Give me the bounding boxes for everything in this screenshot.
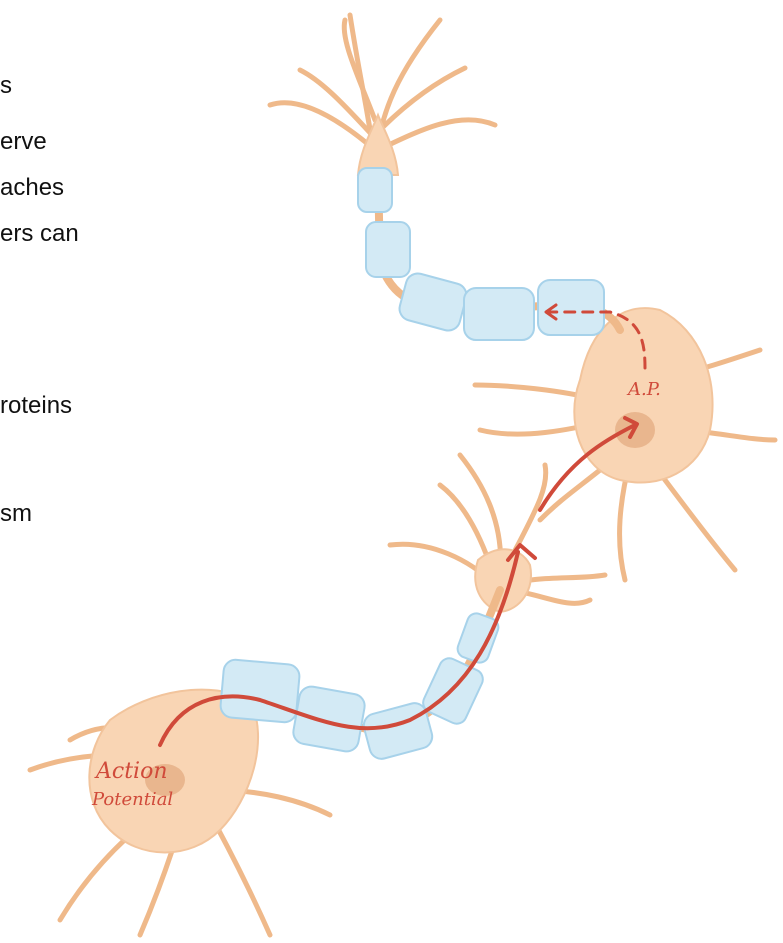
- axon: [230, 175, 620, 730]
- text-fragment-1: s: [0, 72, 12, 100]
- myelin-8: [361, 701, 435, 762]
- myelin-2: [366, 222, 410, 277]
- myelin-3: [397, 271, 469, 333]
- text-fragment-3: aches: [0, 174, 64, 202]
- text-fragment-5: roteins: [0, 392, 72, 420]
- action-label-line2: Potential: [92, 786, 173, 814]
- text-fragment-6: sm: [0, 500, 32, 528]
- myelin-7: [291, 685, 366, 754]
- myelin-5: [538, 280, 604, 335]
- ap-label: A.P.: [628, 376, 661, 404]
- text-fragment-4: ers can: [0, 220, 79, 248]
- text-fragment-2: erve: [0, 128, 47, 156]
- myelin-6: [220, 659, 301, 723]
- myelin-1: [358, 168, 392, 212]
- action-label-line1: Action: [96, 758, 168, 786]
- myelin-4: [464, 288, 534, 340]
